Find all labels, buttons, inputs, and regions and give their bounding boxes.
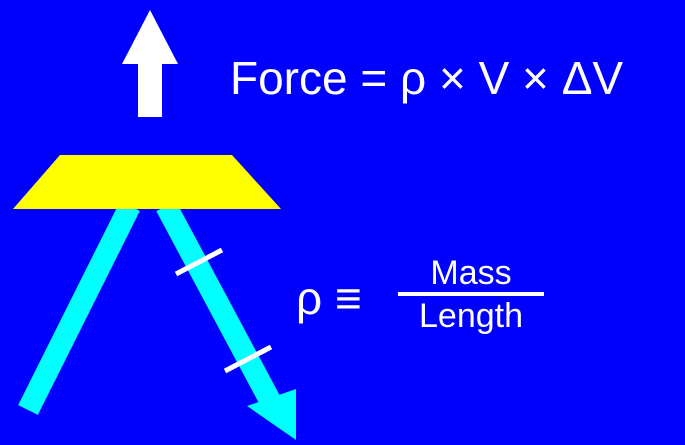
deflector-plate xyxy=(13,155,281,209)
water-jet-arrowhead xyxy=(247,389,296,440)
fraction-denominator: Length xyxy=(419,297,523,335)
density-symbol: ρ ≡ xyxy=(296,272,362,324)
density-fraction: Mass Length xyxy=(396,254,546,336)
fraction-numerator: Mass xyxy=(430,254,512,292)
water-jet-in xyxy=(18,201,140,415)
jet-segment-marker-2 xyxy=(223,344,273,374)
jet-segment-marker-1 xyxy=(174,247,224,277)
up-arrow-icon xyxy=(122,10,178,117)
fraction-bar xyxy=(398,292,544,296)
force-equation: Force = ρ × V × ΔV xyxy=(230,52,624,104)
water-jet-out xyxy=(156,200,284,414)
